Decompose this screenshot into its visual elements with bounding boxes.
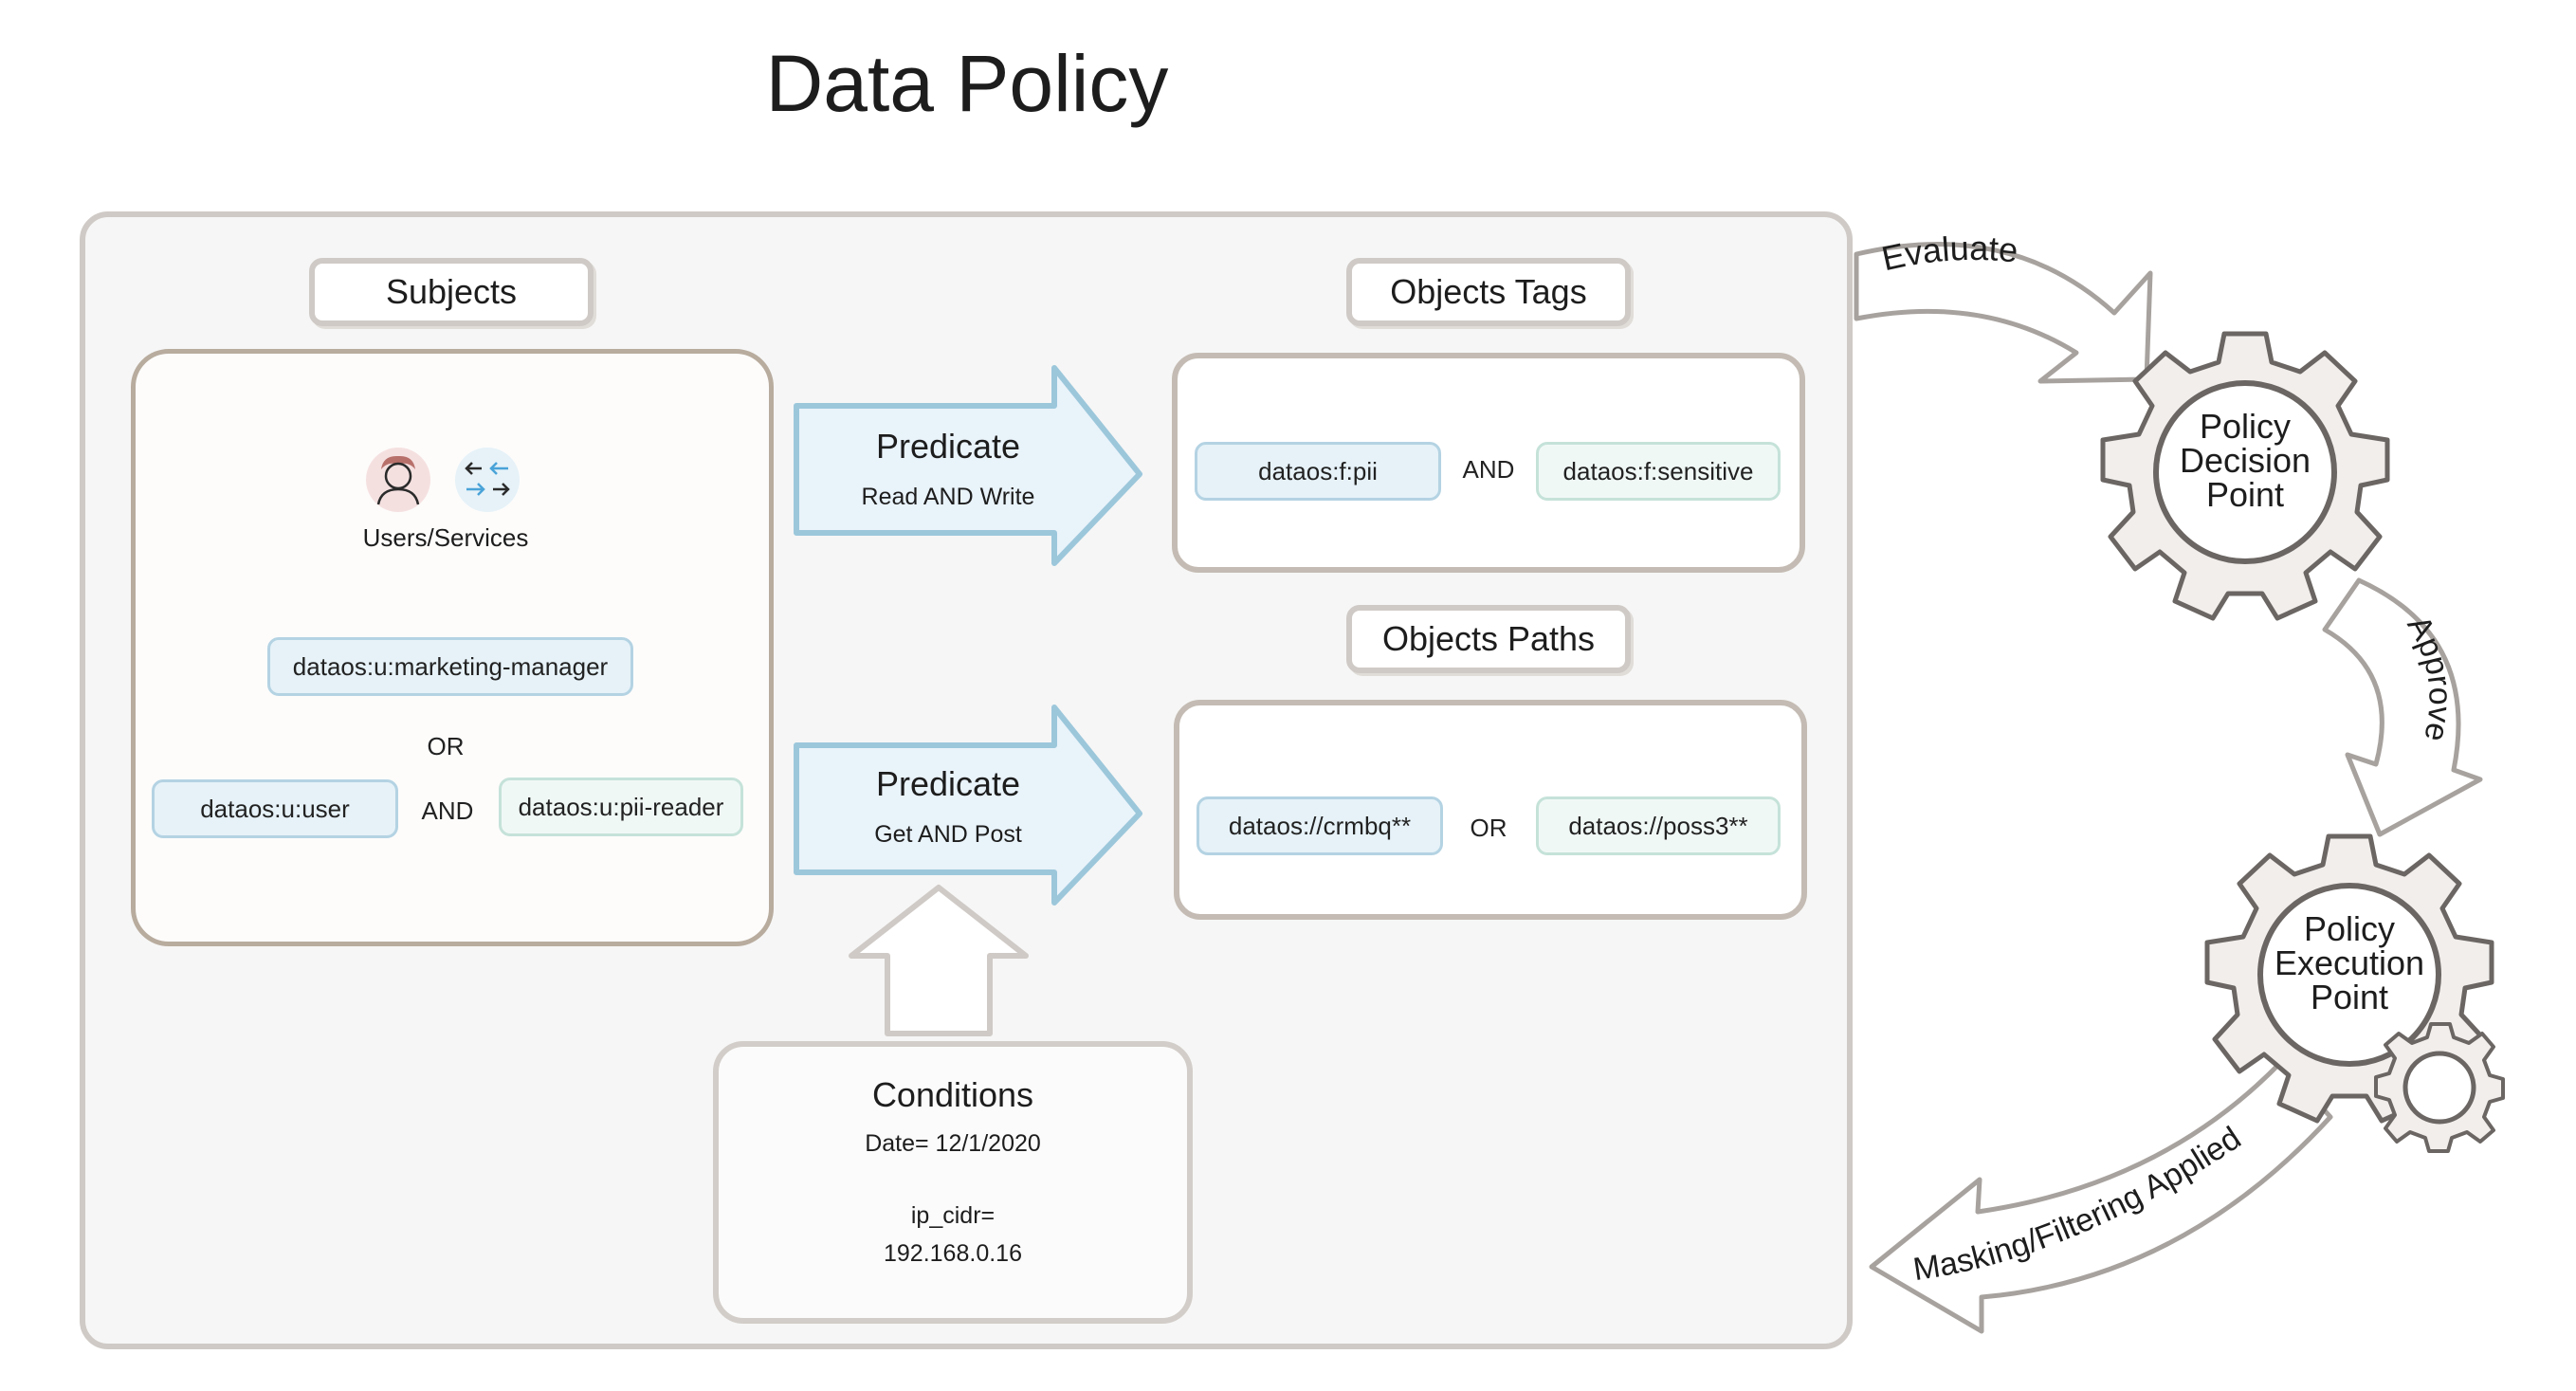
- predicate-bottom-title: Predicate: [875, 764, 1021, 803]
- pep-line2: Execution: [2275, 943, 2424, 982]
- predicate-bottom-detail: Get AND Post: [874, 821, 1022, 848]
- conditions-box: [713, 1041, 1193, 1324]
- poss3-path: dataos://poss3**: [1536, 796, 1781, 855]
- evaluate-arrow: [1854, 242, 2153, 384]
- conditions-ip-value: 192.168.0.16: [884, 1240, 1022, 1267]
- sensitive-tag: dataos:f:sensitive: [1536, 442, 1781, 501]
- user-avatar-icon: [366, 448, 430, 512]
- policy-decision-gear-icon: Policy Decision Point: [2100, 331, 2390, 621]
- pii-tag: dataos:f:pii: [1195, 442, 1441, 501]
- page-title: Data Policy: [765, 39, 1169, 128]
- predicate-get-post-arrow: [794, 705, 1142, 906]
- pep-line3: Point: [2311, 978, 2388, 1016]
- or-operator: OR: [427, 732, 465, 760]
- policy-flow-diagram: Evaluate Approve Masking/Filtering Appli…: [1854, 229, 2505, 1334]
- services-exchange-icon: [455, 448, 520, 512]
- and-operator: AND: [421, 796, 474, 825]
- crmbq-path: dataos://crmbq**: [1197, 796, 1443, 855]
- pdp-line1: Policy: [2200, 407, 2291, 446]
- marketing-manager-tag: dataos:u:marketing-manager: [267, 637, 633, 696]
- pdp-line3: Point: [2206, 475, 2284, 514]
- pdp-line2: Decision: [2180, 441, 2311, 480]
- objects-paths-header: Objects Paths: [1346, 605, 1631, 673]
- subjects-header: Subjects: [309, 258, 594, 326]
- objects-tags-header: Objects Tags: [1346, 258, 1631, 326]
- conditions-up-arrow: [849, 885, 1029, 1036]
- conditions-ip-label: ip_cidr=: [910, 1202, 996, 1229]
- small-gear-icon: [2374, 1022, 2505, 1153]
- pep-line1: Policy: [2304, 909, 2395, 948]
- tags-and-operator: AND: [1462, 455, 1515, 484]
- user-tag: dataos:u:user: [152, 779, 398, 838]
- predicate-top-title: Predicate: [875, 427, 1021, 466]
- users-services-caption: Users/Services: [362, 523, 529, 552]
- predicate-top-detail: Read AND Write: [861, 484, 1035, 510]
- conditions-title: Conditions: [871, 1075, 1034, 1114]
- pii-reader-tag: dataos:u:pii-reader: [499, 778, 743, 836]
- applied-arrow: [1869, 1059, 2333, 1334]
- approve-arrow: [2322, 577, 2483, 837]
- paths-or-operator: OR: [1470, 814, 1507, 842]
- predicate-read-write-arrow: [794, 365, 1142, 566]
- conditions-date: Date= 12/1/2020: [865, 1130, 1041, 1157]
